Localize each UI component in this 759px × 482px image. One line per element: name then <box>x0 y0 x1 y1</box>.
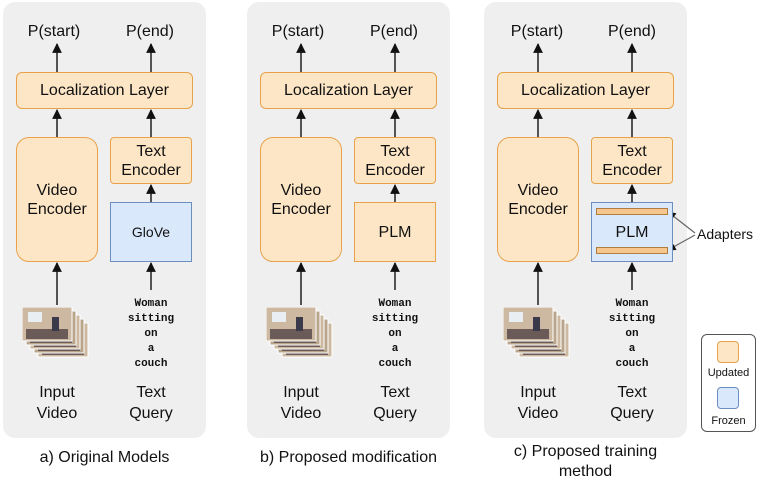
panel-c-input-video-icon <box>503 307 570 358</box>
panel-a-glove-embedding: GloVe <box>110 202 192 262</box>
video-frame-detail <box>533 317 540 331</box>
panel-b-input-video-label: Input Video <box>280 384 322 422</box>
panel-b-plm: PLM <box>354 202 436 262</box>
panel-c-localization-layer: Localization Layer <box>497 72 674 109</box>
legend-updated-swatch <box>717 341 739 363</box>
legend-updated-label: Updated <box>707 367 750 379</box>
panel-b-video-encoder: Video Encoder <box>260 137 342 262</box>
video-frame-detail <box>507 329 549 339</box>
panel-a-text-query-label: Text Query <box>129 384 173 422</box>
video-frame-detail <box>52 317 59 331</box>
panel-c-query-text: Woman sitting on a couch <box>608 298 656 370</box>
panel-a-text-encoder: Text Encoder <box>110 137 192 184</box>
panel-a-query-text: Woman sitting on a couch <box>127 298 175 370</box>
panel-b-p-start: P(start) <box>271 23 325 40</box>
panel-b-text-encoder: Text Encoder <box>354 137 436 184</box>
video-frame-detail <box>26 329 68 339</box>
panel-a-input-video-icon <box>22 307 89 358</box>
adapters-label: Adapters <box>697 226 754 242</box>
video-frame-detail <box>28 312 42 322</box>
video-frame-detail <box>509 312 523 322</box>
panel-a-p-start: P(start) <box>27 23 81 40</box>
panel-b-p-end: P(end) <box>369 23 419 40</box>
panel-b-text-query-label: Text Query <box>373 384 417 422</box>
adapter-bar-top <box>596 208 668 215</box>
video-frame-detail <box>296 317 303 331</box>
panel-a-p-end: P(end) <box>125 23 175 40</box>
legend-frozen-swatch <box>717 387 739 409</box>
panel-c-video-encoder: Video Encoder <box>497 137 579 262</box>
panel-c-text-query-label: Text Query <box>610 384 654 422</box>
legend: Updated Frozen <box>701 334 756 432</box>
panel-b-query-text: Woman sitting on a couch <box>371 298 419 370</box>
adapter-bar-bottom <box>596 247 668 254</box>
video-frame-detail <box>270 329 312 339</box>
panel-b-input-video-icon <box>266 307 333 358</box>
panel-b-localization-layer: Localization Layer <box>260 72 437 109</box>
caption-b: b) Proposed modification <box>260 449 437 466</box>
video-frame-detail <box>272 312 286 322</box>
legend-frozen-label: Frozen <box>711 415 746 427</box>
panel-a-video-encoder: Video Encoder <box>16 137 98 262</box>
panel-a-localization-layer: Localization Layer <box>16 72 193 109</box>
panel-c-p-end: P(end) <box>607 23 657 40</box>
panel-c-p-start: P(start) <box>510 23 564 40</box>
caption-a: a) Original Models <box>39 449 170 466</box>
panel-c-text-encoder: Text Encoder <box>591 137 673 184</box>
panel-a-input-video-label: Input Video <box>36 384 78 422</box>
caption-c: c) Proposed training method <box>513 443 658 480</box>
panel-c-input-video-label: Input Video <box>517 384 559 422</box>
